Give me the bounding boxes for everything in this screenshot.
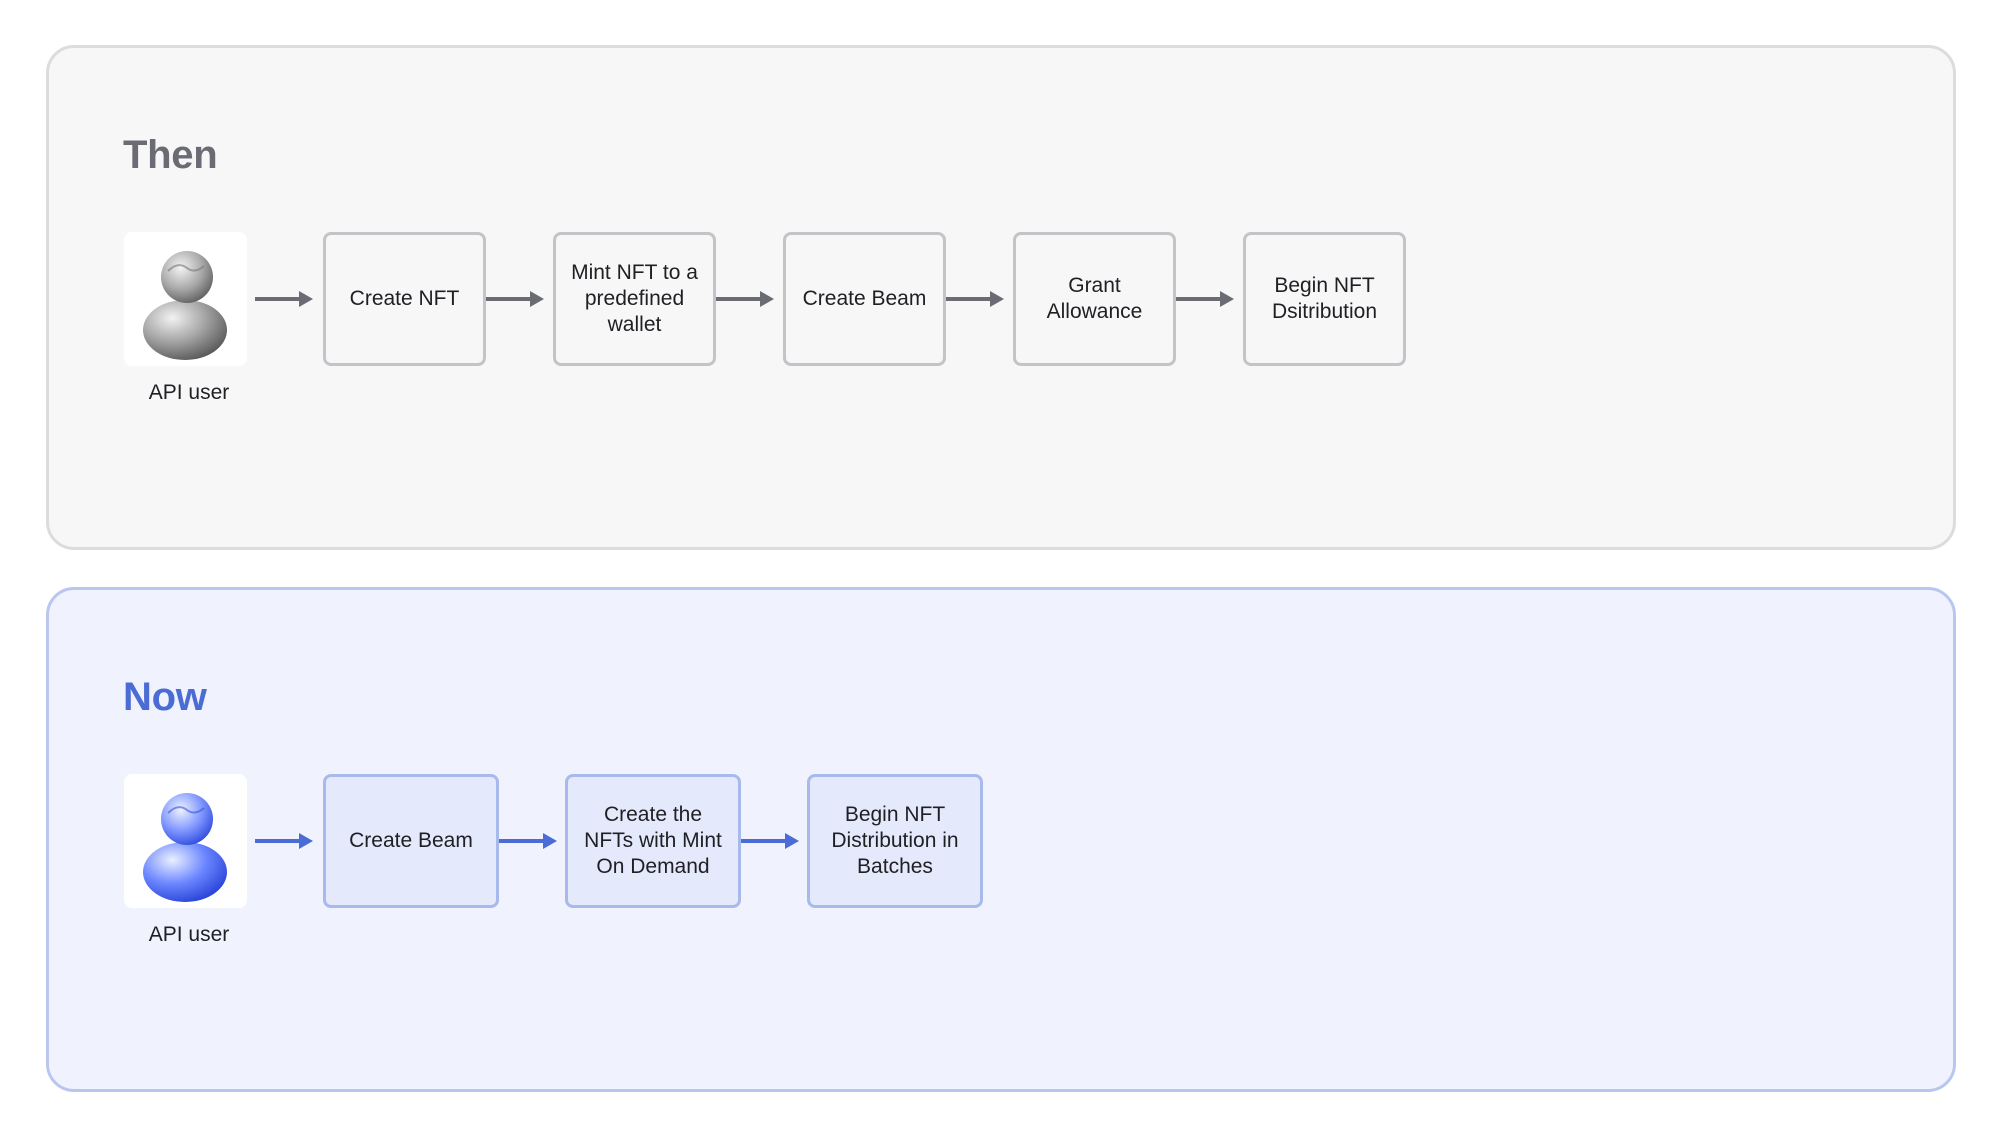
then-title: Then — [123, 133, 218, 177]
arrow-right-icon — [946, 291, 1004, 307]
arrow-right-icon — [486, 291, 544, 307]
arrow-right-icon — [255, 833, 313, 849]
then-step-begin-distribution: Begin NFT Dsitribution — [1243, 232, 1406, 366]
user-avatar-icon — [143, 251, 227, 360]
then-panel: Then API user Create NFT — [46, 45, 1956, 550]
then-step-create-nft: Create NFT — [323, 232, 486, 366]
then-step-create-beam: Create Beam — [783, 232, 946, 366]
now-avatar — [124, 774, 247, 908]
now-step-create-beam: Create Beam — [323, 774, 499, 908]
now-avatar-label: API user — [148, 923, 230, 946]
now-title: Now — [123, 675, 207, 719]
then-avatar — [124, 232, 247, 366]
now-step-distribution-batches: Begin NFT Distribution in Batches — [807, 774, 983, 908]
arrow-right-icon — [741, 833, 799, 849]
then-avatar-label: API user — [148, 381, 230, 404]
now-panel: Now API user Create Beam — [46, 587, 1956, 1092]
arrow-right-icon — [499, 833, 557, 849]
user-avatar-icon — [143, 793, 227, 902]
then-step-mint-nft: Mint NFT to a predefined wallet — [553, 232, 716, 366]
now-step-mint-on-demand: Create the NFTs with Mint On Demand — [565, 774, 741, 908]
then-step-grant-allowance: Grant Allowance — [1013, 232, 1176, 366]
arrow-right-icon — [1176, 291, 1234, 307]
arrow-right-icon — [716, 291, 774, 307]
arrow-right-icon — [255, 291, 313, 307]
